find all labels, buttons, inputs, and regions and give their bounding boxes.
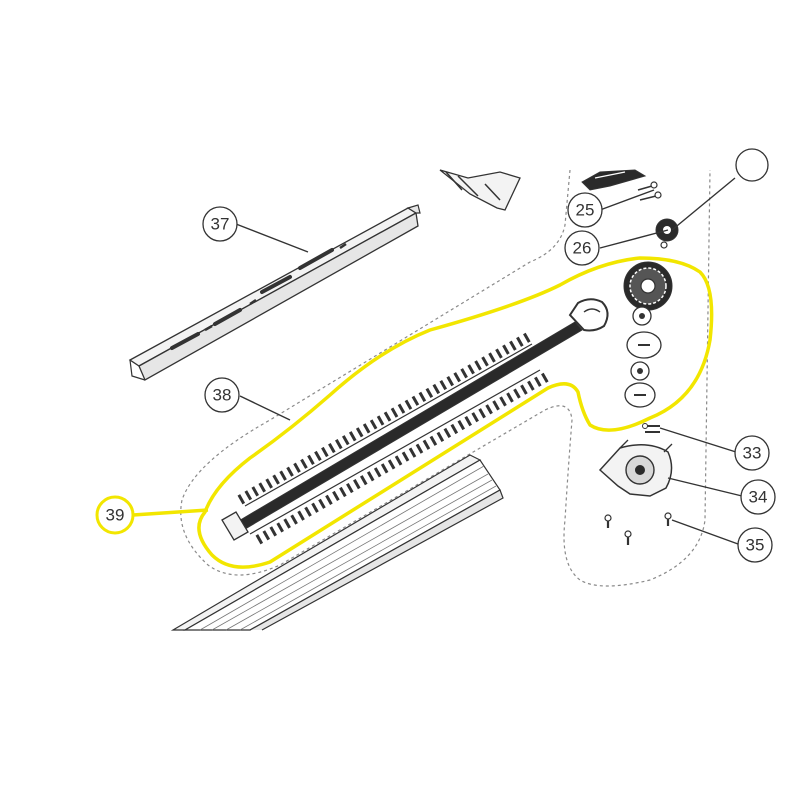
leader-34 — [667, 477, 743, 497]
callout-38-label: 38 — [213, 386, 232, 405]
leader-25 — [599, 189, 655, 211]
leader-35 — [671, 519, 739, 545]
callout-34: 34 — [740, 479, 776, 515]
screws-part-35 — [604, 512, 672, 545]
leader-top — [671, 177, 736, 231]
callout-35: 35 — [737, 527, 773, 563]
callout-35-label: 35 — [746, 536, 765, 555]
callout-33: 33 — [734, 435, 770, 471]
crank-part — [626, 331, 662, 359]
shaft-tube-part — [170, 454, 504, 631]
callout-37-label: 37 — [211, 215, 230, 234]
callout-39-label: 39 — [106, 506, 125, 525]
gear-cover-part — [598, 439, 673, 497]
drive-gear-part — [623, 261, 673, 311]
gear-washer-part — [632, 306, 652, 326]
callout-26-label: 26 — [573, 239, 592, 258]
callout-top-right-partial — [735, 148, 769, 182]
screws-part-33 — [642, 423, 660, 433]
callout-33-label: 33 — [743, 444, 762, 463]
leader-38 — [239, 395, 291, 421]
callout-25: 25 — [567, 192, 603, 228]
handle-housing-part — [439, 169, 521, 211]
blade-guard-part — [128, 204, 421, 381]
cam-plate-part — [624, 382, 656, 408]
callout-26: 26 — [564, 230, 600, 266]
spacer-washer-part — [630, 361, 650, 381]
hedge-blade-part — [221, 298, 609, 545]
leader-33 — [659, 427, 737, 453]
assembly-group-38-outline — [180, 169, 711, 587]
leader-37 — [235, 223, 309, 253]
housing-top-right-part — [581, 169, 647, 191]
callout-38: 38 — [204, 377, 240, 413]
leader-26 — [599, 229, 669, 249]
nut-part-26 — [655, 218, 679, 249]
callout-34-label: 34 — [749, 488, 768, 507]
callout-37: 37 — [202, 206, 238, 242]
part-39-highlight — [197, 256, 714, 569]
leader-lines — [235, 177, 743, 545]
leader-39 — [132, 508, 209, 517]
callout-39: 39 — [95, 495, 135, 535]
callout-25-label: 25 — [576, 201, 595, 220]
screws-part-25 — [637, 181, 662, 201]
